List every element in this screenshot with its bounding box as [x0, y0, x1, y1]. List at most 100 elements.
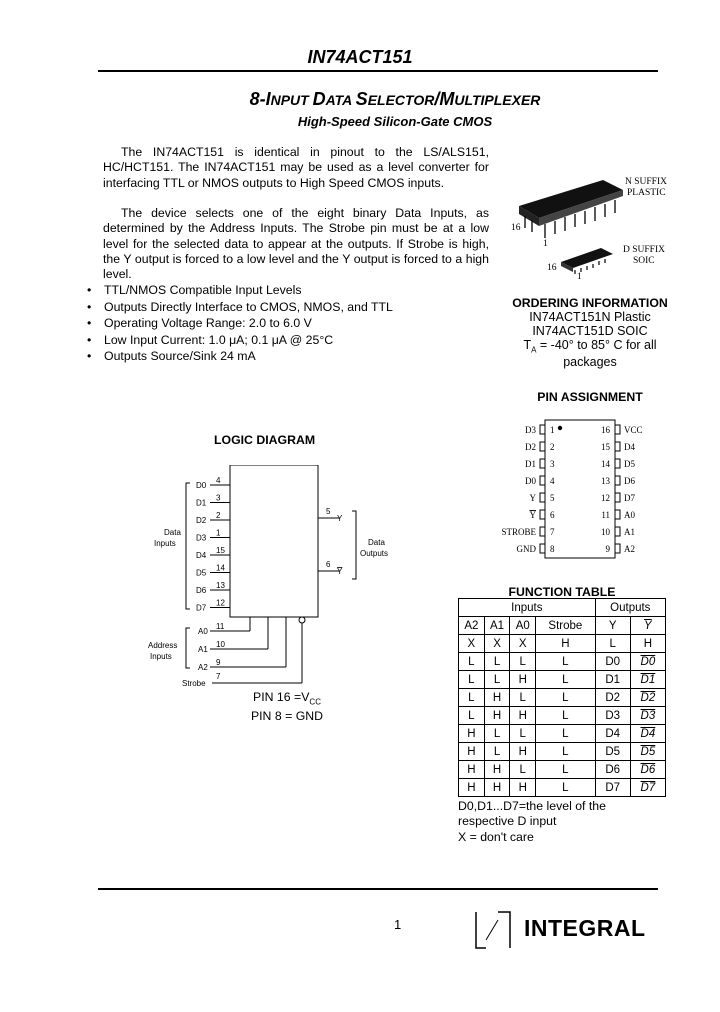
table-cell: D3: [594, 706, 631, 725]
table-cell: D0: [594, 652, 631, 671]
pin-stub-left: [539, 458, 546, 469]
pin-stub-right: [614, 424, 621, 435]
output-y-name: Y: [337, 514, 343, 523]
pin-stub-left: [539, 475, 546, 486]
data-inputs-brace: [185, 482, 190, 610]
pin-number-left: 1: [550, 425, 555, 435]
pin-name-right: A2: [624, 544, 635, 554]
pin-name-right: A1: [624, 527, 635, 537]
table-cell: D1: [594, 670, 631, 689]
table-cell: L: [535, 742, 596, 761]
page-subtitle: High-Speed Silicon-Gate CMOS: [297, 114, 493, 129]
pin8-note: PIN 8 = GND: [250, 709, 324, 724]
pin-stub-right: [614, 475, 621, 486]
soic-package-icon: [561, 248, 613, 274]
pin-stub-left: [539, 543, 546, 554]
data-input-pin: 3: [216, 494, 221, 503]
data-outputs-brace: [352, 510, 357, 580]
ic-body: [544, 419, 616, 559]
pin-name-left: GND: [517, 544, 537, 554]
col-header: Y: [594, 616, 631, 635]
data-input-name: D2: [196, 516, 207, 525]
table-cell: H: [509, 706, 537, 725]
strobe-pin: 7: [216, 672, 221, 681]
table-cell: D1: [629, 670, 667, 689]
table-cell: L: [535, 652, 596, 671]
table-cell: H: [509, 742, 537, 761]
data-input-pin: 14: [216, 564, 225, 573]
pin-stub-right: [614, 543, 621, 554]
pin-number-right: 10: [601, 527, 611, 537]
table-cell: L: [535, 670, 596, 689]
table-cell: D4: [629, 724, 667, 743]
data-input-name: D1: [196, 499, 207, 508]
table-cell: L: [535, 688, 596, 707]
table-cell: X: [483, 634, 511, 653]
inputs-group-header: Inputs: [458, 598, 596, 617]
table-cell: H: [458, 760, 485, 779]
col-header: A2: [458, 616, 485, 635]
data-input-pin: 15: [216, 546, 225, 555]
table-cell: D6: [629, 760, 667, 779]
note-line-1: D0,D1...D7=the level of the: [458, 799, 606, 813]
table-cell: D7: [594, 778, 631, 797]
table-cell: H: [458, 742, 485, 761]
col-header: Strobe: [535, 616, 596, 635]
data-input-pin: 1: [216, 529, 221, 538]
pin-name-right: A0: [624, 510, 635, 520]
pin-stub-left: [539, 509, 546, 520]
data-input-name: D6: [196, 586, 207, 595]
n-type-label: PLASTIC: [627, 188, 666, 198]
address-pin: 10: [216, 640, 225, 649]
pin-name-left: D1: [525, 459, 536, 469]
d-suffix-label: D SUFFIX: [623, 245, 665, 255]
dip-pin16-label: 16: [511, 223, 521, 233]
page-title: 8-INPUT DATA SELECTOR/MULTIPLEXER: [249, 89, 541, 109]
table-cell: L: [458, 670, 485, 689]
table-cell: L: [483, 652, 511, 671]
function-table-heading: FUNCTION TABLE: [508, 585, 616, 599]
pin-number-right: 16: [601, 425, 611, 435]
table-cell: D3: [629, 706, 667, 725]
table-cell: H: [483, 688, 511, 707]
table-cell: D4: [594, 724, 631, 743]
table-cell: D5: [594, 742, 631, 761]
table-cell: L: [483, 670, 511, 689]
table-cell: L: [594, 634, 631, 653]
data-inputs-label-2: Inputs: [154, 539, 176, 548]
table-cell: H: [458, 724, 485, 743]
ordering-temp-line-2: packages: [563, 354, 617, 369]
output-ybar-name: Y: [337, 567, 343, 576]
d-type-label: SOIC: [633, 256, 655, 266]
pin-stub-right: [614, 441, 621, 452]
ordering-heading: ORDERING INFORMATION: [512, 296, 668, 310]
pin-number-left: 5: [550, 493, 555, 503]
table-cell: L: [458, 652, 485, 671]
table-cell: L: [535, 778, 596, 797]
data-input-pin: 12: [216, 599, 225, 608]
dip-package-icon: [519, 180, 623, 238]
pin-name-left: STROBE: [501, 527, 536, 537]
output-y-pin: 5: [326, 507, 331, 516]
pin-name-left: Y: [530, 510, 537, 520]
table-cell: H: [458, 778, 485, 797]
note-line-2: respective D input: [458, 814, 557, 829]
table-cell: L: [509, 760, 537, 779]
pin-number-right: 11: [601, 510, 610, 520]
table-cell: L: [535, 760, 596, 779]
pin-name-right: VCC: [624, 425, 643, 435]
table-cell: L: [483, 742, 511, 761]
pin-name-right: D5: [624, 459, 635, 469]
pin-number-left: 8: [550, 544, 555, 554]
pin-name-left: D3: [525, 425, 536, 435]
pin-name-right: D7: [624, 493, 635, 503]
